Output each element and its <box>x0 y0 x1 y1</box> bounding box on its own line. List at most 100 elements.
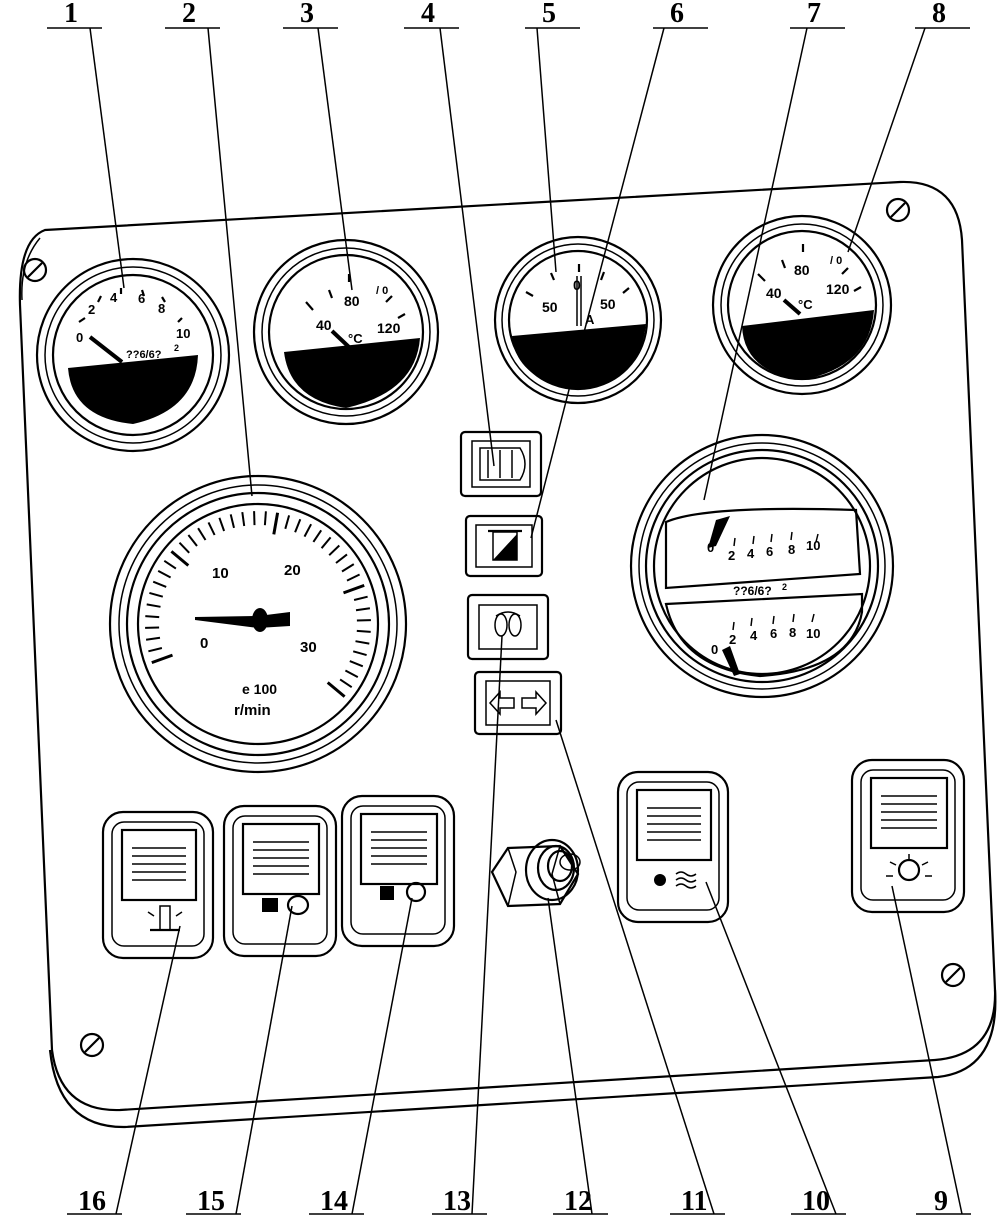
tacho-scale-tick <box>149 593 162 597</box>
pressure-tick-10: 10 <box>176 326 190 341</box>
callout-2: 2 <box>182 0 196 29</box>
callout-1: 1 <box>64 0 78 29</box>
rocker-switch-14 <box>342 796 454 946</box>
callout-7: 7 <box>807 0 821 29</box>
rocker-switch-9 <box>852 760 964 912</box>
tacho-tick-0: 0 <box>200 635 208 652</box>
tacho-scale-tick <box>357 631 371 632</box>
dual-unit-sup: 2 <box>782 582 787 592</box>
tacho-scale-tick <box>148 648 162 651</box>
tacho-tick-30: 30 <box>300 639 317 656</box>
temp-right-tick-40: 40 <box>766 285 782 301</box>
tacho-tick-20: 20 <box>284 562 301 579</box>
tacho-scale-tick <box>285 515 289 528</box>
screw-top-right <box>887 199 909 221</box>
dual-upper-tick-8: 8 <box>788 542 795 557</box>
tacho-scale-tick <box>198 528 205 540</box>
dual-unit: ??6/6? <box>733 584 772 598</box>
ammeter-tick-plus50: 50 <box>600 296 616 312</box>
tacho-scale-tick <box>152 655 173 663</box>
pressure-tick-0: 0 <box>76 330 83 345</box>
callout-numbers: 1 2 3 4 5 6 7 8 9 10 11 12 13 14 15 16 <box>64 0 948 1217</box>
tacho-scale-tick <box>164 561 176 569</box>
tacho-scale-tick <box>242 512 244 526</box>
temp-left-tick-120: 120 <box>377 320 401 336</box>
tacho-scale-tick <box>188 535 197 546</box>
tacho-tick-10: 10 <box>212 565 229 582</box>
dual-lower-tick-8: 8 <box>789 625 796 640</box>
tacho-scale-tick <box>345 671 357 678</box>
indicator-lamp-6 <box>466 516 542 576</box>
temperature-gauge-right: 40 80 120 °C / 0 <box>713 216 891 394</box>
callout-16: 16 <box>78 1186 106 1217</box>
temp-left-tick-40: 40 <box>316 317 332 333</box>
callout-9: 9 <box>934 1186 948 1217</box>
callout-11: 11 <box>681 1186 707 1217</box>
callout-12: 12 <box>564 1186 592 1217</box>
tacho-scale-tick <box>344 585 365 593</box>
tacho-scale-tick <box>295 519 300 532</box>
screw-bottom-right <box>942 964 964 986</box>
callout-4: 4 <box>421 0 435 29</box>
tacho-scale-tick <box>158 571 170 578</box>
ammeter-tick-minus50: 50 <box>542 299 558 315</box>
tacho-scale-tick <box>265 511 266 525</box>
tacho-scale-tick <box>171 551 188 565</box>
temp-left-tick-80: 80 <box>344 293 360 309</box>
pressure-tick-4: 4 <box>110 290 118 305</box>
rocker-switch-15 <box>224 806 336 956</box>
tacho-scale-tick <box>153 582 166 587</box>
dual-lower-tick-4: 4 <box>750 628 758 643</box>
rocker-switch-16 <box>103 812 213 958</box>
indicator-lamp-13 <box>468 595 548 659</box>
tacho-scale-tick <box>347 575 360 581</box>
callout-3: 3 <box>300 0 314 29</box>
tacho-unit: r/min <box>234 702 271 719</box>
ignition-key-switch <box>492 840 580 906</box>
tacho-scale-tick <box>350 661 363 666</box>
temp-left-unit: °C <box>348 331 363 346</box>
temp-right-unit: °C <box>798 297 813 312</box>
ammeter-tick-0: 0 <box>573 277 581 293</box>
tacho-scale-tick <box>356 641 370 643</box>
tacho-scale-tick <box>340 679 352 687</box>
tacho-scale-tick <box>353 651 366 655</box>
tachometer: 0 10 20 30 e 100 r/min <box>110 476 406 772</box>
tacho-scale-tick <box>180 543 190 553</box>
tacho-scale-tick <box>231 514 234 528</box>
tacho-scale-tick <box>329 546 339 556</box>
rocker-switch-10 <box>618 772 728 922</box>
pressure-tick-8: 8 <box>158 301 165 316</box>
temp-right-tick-80: 80 <box>794 262 810 278</box>
dual-upper-tick-6: 6 <box>766 544 773 559</box>
pressure-tick-2: 2 <box>88 302 95 317</box>
callout-8: 8 <box>932 0 946 29</box>
dual-lower-tick-2: 2 <box>729 632 736 647</box>
callout-14: 14 <box>320 1186 348 1217</box>
dual-upper-tick-2: 2 <box>728 548 735 563</box>
dual-upper-tick-0: 0 <box>707 540 714 555</box>
tacho-scale-tick <box>313 530 321 542</box>
callout-15: 15 <box>197 1186 225 1217</box>
tacho-scale-tick <box>147 604 161 606</box>
ammeter-gauge: 50 0 50 A <box>495 237 661 403</box>
tacho-scale-tick <box>145 616 159 617</box>
screw-top-left <box>24 259 46 281</box>
callout-10: 10 <box>802 1186 830 1217</box>
indicator-lamp-11 <box>475 672 561 734</box>
pressure-unit: ??6/6? <box>126 349 162 361</box>
pressure-gauge: 0 2 4 6 8 10 ??6/6? 2 <box>37 259 229 451</box>
tacho-scale-tick <box>305 524 312 536</box>
temp-right-tick-120: 120 <box>826 281 850 297</box>
pressure-tick-6: 6 <box>138 291 145 306</box>
tacho-multiplier: e 100 <box>242 681 277 697</box>
tacho-scale-tick <box>336 554 347 563</box>
dual-pressure-gauge: 0 2 4 6 8 10 ??6/6? 2 0 2 4 6 8 10 <box>631 435 893 697</box>
temp-left-extra: / 0 <box>376 285 388 297</box>
indicator-lamp-4 <box>461 432 541 496</box>
dual-upper-tick-4: 4 <box>747 546 755 561</box>
temp-right-extra: / 0 <box>830 255 842 267</box>
tacho-scale-tick <box>146 638 160 640</box>
dual-upper-tick-10: 10 <box>806 538 820 553</box>
